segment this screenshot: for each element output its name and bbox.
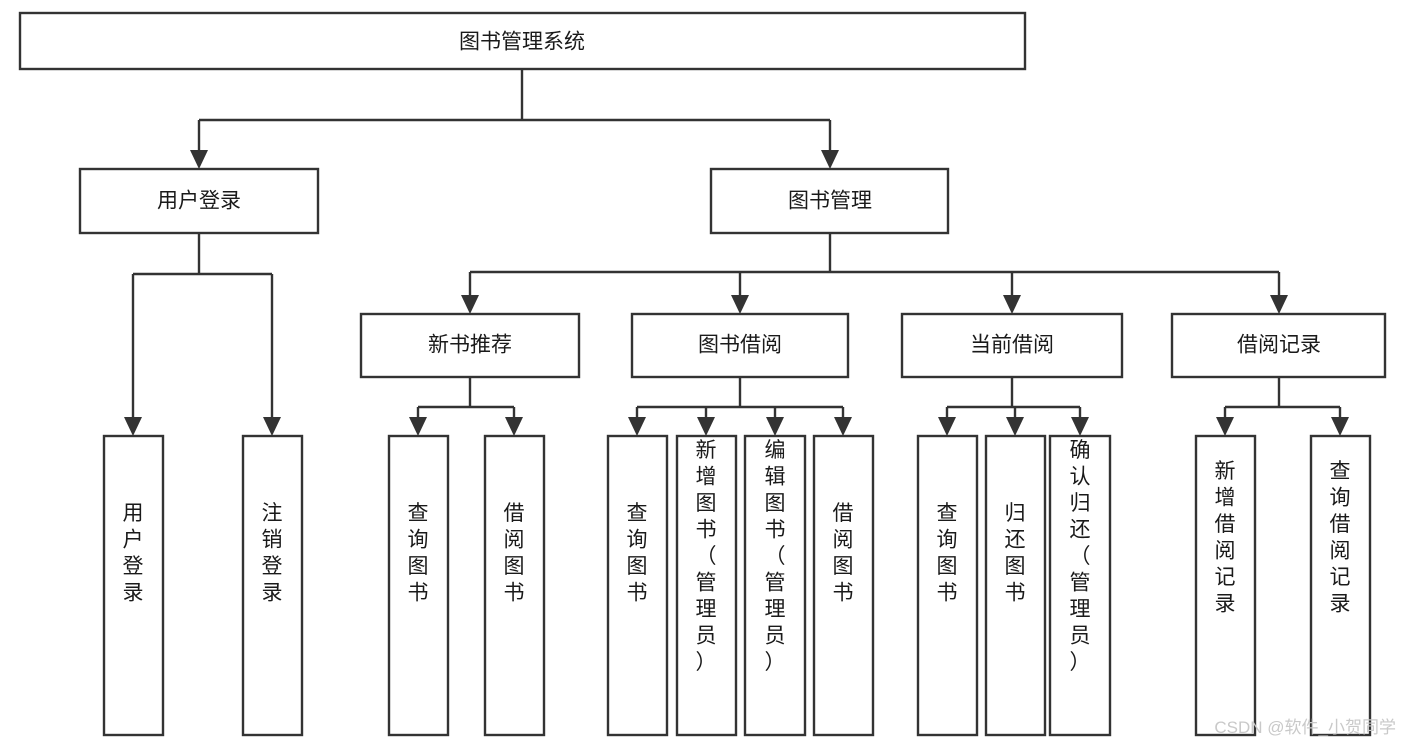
node-leaf-confirm-return[interactable]: 确认归还（管理员） xyxy=(1048,434,1112,737)
arrowhead-leaf-query-book-2 xyxy=(628,417,646,436)
arrowhead-leaf-query-record xyxy=(1331,417,1349,436)
arrowhead-leaf-edit-book xyxy=(766,417,784,436)
node-book-manage[interactable]: 图书管理 xyxy=(709,167,950,235)
arrowhead-borrow-record xyxy=(1270,295,1288,314)
new-book-recommend-box[interactable] xyxy=(359,312,581,379)
leaf-user-login-box[interactable] xyxy=(102,434,165,737)
arrowhead-leaf-return-book xyxy=(1006,417,1024,436)
new-book-recommend-label: 新书推荐 xyxy=(428,334,512,357)
current-borrow-label: 当前借阅 xyxy=(970,334,1054,357)
leaf-return-book-label: 归还图书 xyxy=(1005,502,1026,605)
leaf-confirm-return-label: 确认归还（管理员） xyxy=(1070,439,1091,674)
root-label: 图书管理系统 xyxy=(459,31,585,54)
arrowhead-leaf-confirm-return xyxy=(1071,417,1089,436)
arrowhead-leaf-borrow-book-2 xyxy=(834,417,852,436)
leaf-query-book-3-box[interactable] xyxy=(916,434,979,737)
arrowhead-leaf-logout-login xyxy=(263,417,281,436)
leaf-query-record-box[interactable] xyxy=(1309,434,1372,737)
leaf-confirm-return-box[interactable] xyxy=(1048,434,1112,737)
node-leaf-add-record[interactable]: 新增借阅记录 xyxy=(1194,434,1257,737)
arrowhead-new-book-recommend xyxy=(461,295,479,314)
leaf-query-book-1-label: 查询图书 xyxy=(408,502,429,605)
leaf-query-book-2-label: 查询图书 xyxy=(627,502,648,605)
arrowhead-leaf-query-book-1 xyxy=(409,417,427,436)
leaf-borrow-book-1-box[interactable] xyxy=(483,434,546,737)
leaf-query-book-2-box[interactable] xyxy=(606,434,669,737)
book-borrow-label: 图书借阅 xyxy=(698,334,782,357)
user-login-box[interactable] xyxy=(78,167,320,235)
book-manage-label: 图书管理 xyxy=(788,190,872,213)
watermark-text: CSDN @软件_小贺同学 xyxy=(1214,718,1396,737)
arrowhead-leaf-borrow-book-1 xyxy=(505,417,523,436)
book-borrow-box[interactable] xyxy=(630,312,850,379)
leaf-borrow-book-1-label: 借阅图书 xyxy=(504,502,525,605)
node-leaf-add-book[interactable]: 新增图书（管理员） xyxy=(675,434,738,737)
leaf-logout-login-box[interactable] xyxy=(241,434,304,737)
leaf-add-record-box[interactable] xyxy=(1194,434,1257,737)
arrowhead-current-borrow xyxy=(1003,295,1021,314)
book-manage-box[interactable] xyxy=(709,167,950,235)
user-login-label: 用户登录 xyxy=(157,190,241,213)
root-box[interactable] xyxy=(18,11,1027,71)
node-leaf-user-login[interactable]: 用户登录 xyxy=(102,434,165,737)
arrowhead-user-login xyxy=(190,150,208,169)
leaf-edit-book-label: 编辑图书（管理员） xyxy=(765,439,786,674)
current-borrow-box[interactable] xyxy=(900,312,1124,379)
leaf-borrow-book-2-box[interactable] xyxy=(812,434,875,737)
arrowhead-leaf-query-book-3 xyxy=(938,417,956,436)
connector-layer xyxy=(124,69,1349,436)
leaf-add-book-label: 新增图书（管理员） xyxy=(696,439,717,674)
node-user-login[interactable]: 用户登录 xyxy=(78,167,320,235)
borrow-record-box[interactable] xyxy=(1170,312,1387,379)
leaf-add-record-label: 新增借阅记录 xyxy=(1215,460,1236,616)
node-borrow-record[interactable]: 借阅记录 xyxy=(1170,312,1387,379)
leaf-user-login-label: 用户登录 xyxy=(123,502,144,605)
leaf-edit-book-box[interactable] xyxy=(743,434,807,737)
node-leaf-logout-login[interactable]: 注销登录 xyxy=(241,434,304,737)
leaf-logout-login-label: 注销登录 xyxy=(262,502,283,605)
leaf-return-book-box[interactable] xyxy=(984,434,1047,737)
leaf-query-book-3-label: 查询图书 xyxy=(937,502,958,605)
node-root[interactable]: 图书管理系统 xyxy=(18,11,1027,71)
arrowhead-leaf-user-login xyxy=(124,417,142,436)
leaf-borrow-book-2-label: 借阅图书 xyxy=(833,502,854,605)
node-leaf-borrow-book-1[interactable]: 借阅图书 xyxy=(483,434,546,737)
node-leaf-borrow-book-2[interactable]: 借阅图书 xyxy=(812,434,875,737)
leaf-layer: 用户登录 注销登录 查询图书 借阅图书 查询图书 新增图书（管理员） 编辑图书（… xyxy=(102,434,1372,737)
node-leaf-query-book-2[interactable]: 查询图书 xyxy=(606,434,669,737)
arrowhead-leaf-add-book xyxy=(697,417,715,436)
leaf-add-book-box[interactable] xyxy=(675,434,738,737)
borrow-record-label: 借阅记录 xyxy=(1237,334,1321,357)
arrowhead-book-borrow xyxy=(731,295,749,314)
node-book-borrow[interactable]: 图书借阅 xyxy=(630,312,850,379)
node-leaf-return-book[interactable]: 归还图书 xyxy=(984,434,1047,737)
node-leaf-query-book-1[interactable]: 查询图书 xyxy=(387,434,450,737)
leaf-query-record-label: 查询借阅记录 xyxy=(1330,460,1351,616)
node-leaf-query-record[interactable]: 查询借阅记录 xyxy=(1309,434,1372,737)
node-new-book-recommend[interactable]: 新书推荐 xyxy=(359,312,581,379)
node-leaf-query-book-3[interactable]: 查询图书 xyxy=(916,434,979,737)
node-leaf-edit-book[interactable]: 编辑图书（管理员） xyxy=(743,434,807,737)
arrowhead-leaf-add-record xyxy=(1216,417,1234,436)
leaf-query-book-1-box[interactable] xyxy=(387,434,450,737)
arrowhead-book-manage xyxy=(821,150,839,169)
node-current-borrow[interactable]: 当前借阅 xyxy=(900,312,1124,379)
